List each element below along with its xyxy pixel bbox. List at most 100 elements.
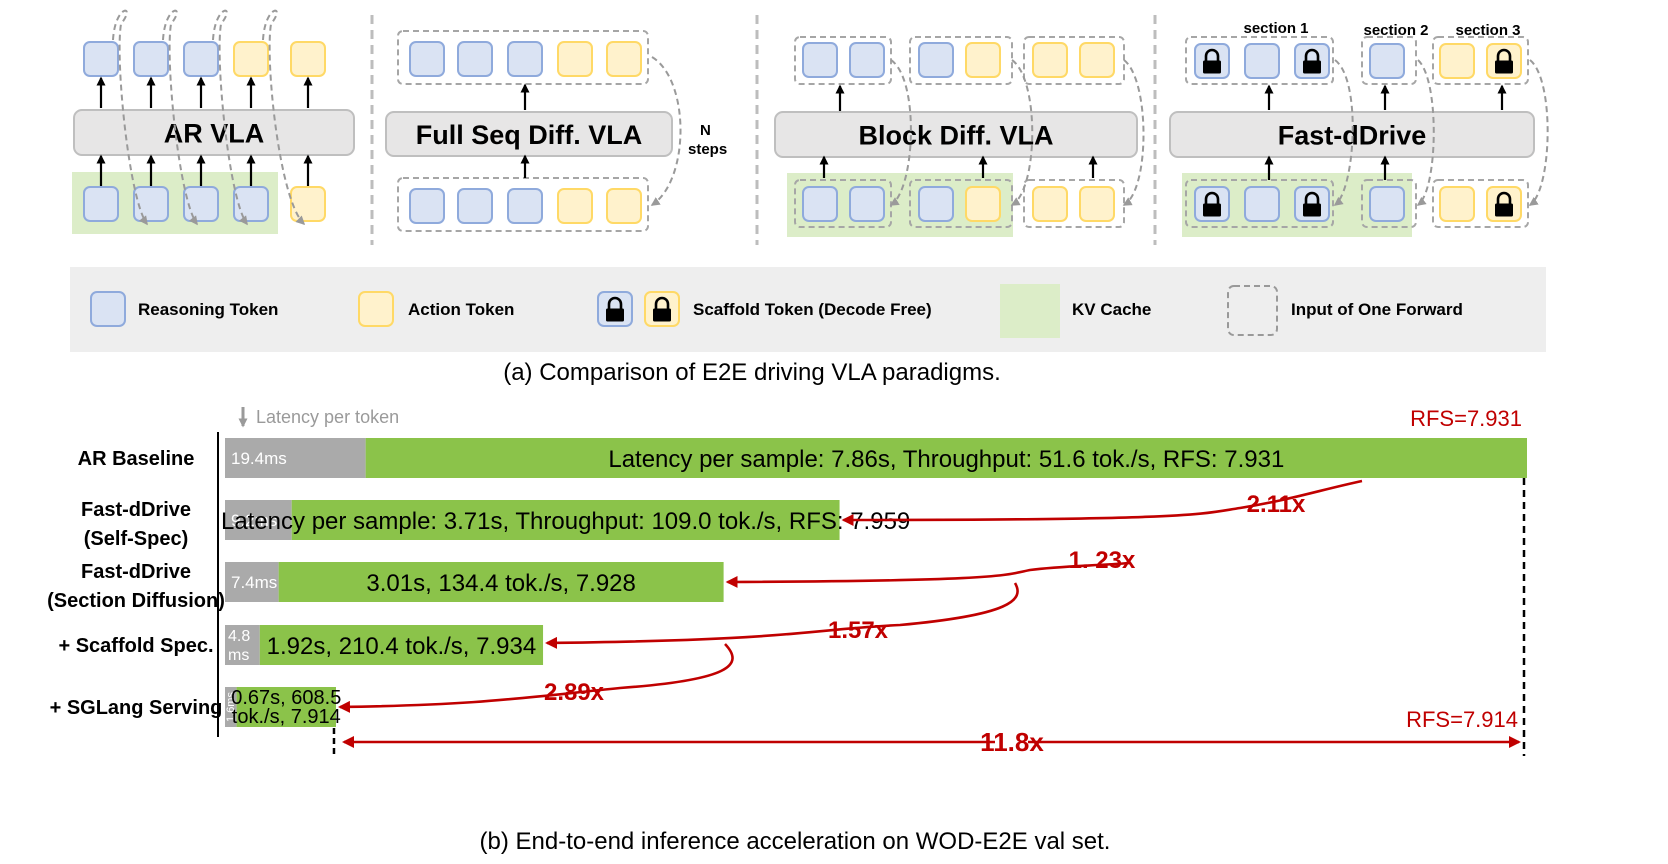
latency-bar: [278, 562, 724, 602]
row-label: (Section Diffusion): [47, 590, 225, 612]
caption-b: (b) End-to-end inference acceleration on…: [480, 828, 1111, 855]
speedup-arrow: [725, 561, 1131, 588]
forward-input-frame: [1432, 179, 1529, 228]
section-2-label: section 2: [1363, 22, 1428, 39]
latency-per-token-segment: [225, 562, 279, 602]
speedup-label: 1.57x: [828, 617, 889, 644]
flow-arrows: [96, 9, 1549, 226]
legend-background: [70, 267, 1546, 352]
forward-input-frame: [909, 36, 1013, 85]
token-latency-label: 9.2ms: [231, 511, 277, 530]
legend: Reasoning Token Action Token Scaffold To…: [70, 267, 1546, 352]
legend-input-label: Input of One Forward: [1291, 300, 1463, 319]
forward-input-frame: [909, 179, 1013, 228]
panel-dividers: [370, 15, 1157, 245]
reasoning-token: [1369, 43, 1405, 79]
legend-reasoning-swatch: [90, 291, 126, 327]
autoregressive-loop-arrow: [112, 9, 148, 226]
forward-input-frame: [1185, 36, 1334, 85]
caption-a: (a) Comparison of E2E driving VLA paradi…: [503, 359, 1001, 386]
reasoning-token: [133, 41, 169, 77]
latency-bar: [365, 438, 1527, 478]
reasoning-token: [1244, 186, 1280, 222]
token-latency-label: 19.4ms: [231, 449, 287, 468]
reasoning-token: [507, 188, 543, 224]
reasoning-token: [849, 186, 885, 222]
row-label: (Self-Spec): [84, 528, 188, 550]
reasoning-token: [802, 42, 838, 78]
action-token: [1439, 186, 1475, 222]
token-latency-label: 1.6ms: [225, 692, 237, 722]
reasoning-token: [1244, 43, 1280, 79]
reasoning-token: [1369, 186, 1405, 222]
total-speedup-label: 11.8x: [980, 727, 1044, 757]
speedup-arrow: [545, 582, 1019, 649]
latency-bar: [291, 500, 840, 540]
bar-metrics-label: Latency per sample: 3.71s, Throughput: 1…: [221, 508, 910, 535]
action-token: [557, 41, 593, 77]
action-token: [606, 41, 642, 77]
section-1-label: section 1: [1243, 20, 1308, 37]
action-token: [606, 188, 642, 224]
row-label: AR Baseline: [78, 448, 195, 470]
latency-bar: [259, 625, 544, 665]
speedup-arrow: [841, 479, 1363, 526]
model-blocks: AR VLA Full Seq Diff. VLA Block Diff. VLA F…: [73, 109, 1535, 158]
block-loop-arrow: [889, 59, 912, 206]
bar-metrics-label: 0.67s, 608.5: [231, 687, 341, 709]
action-token: [557, 188, 593, 224]
speedup-label: 2.11x: [1247, 491, 1306, 518]
legend-input-swatch: [1227, 285, 1278, 336]
bar-metrics-label: 1.92s, 210.4 tok./s, 7.934: [267, 633, 537, 660]
latency-per-token-segment: [225, 500, 292, 540]
reasoning-token: [83, 186, 119, 222]
model-label: Block Diff. VLA: [858, 121, 1053, 151]
n-steps-loop-arrow: [650, 56, 682, 206]
row-label: Fast-dDrive: [81, 499, 191, 521]
latency-per-token-segment: [225, 687, 237, 727]
forward-input-frame: [397, 177, 649, 232]
forward-input-frame: [1185, 179, 1334, 228]
bar-metrics-label: 3.01s, 134.4 tok./s, 7.928: [366, 570, 636, 597]
action-token: [965, 42, 1001, 78]
block-loop-arrow: [1010, 59, 1034, 206]
bar-metrics-label: Latency per sample: 7.86s, Throughput: 5…: [608, 446, 1284, 473]
latency-per-token-segment: [225, 438, 366, 478]
block-loop-arrow: [1122, 59, 1145, 206]
token-latency-label: 7.4ms: [231, 573, 277, 592]
legend-kv-label: KV Cache: [1072, 300, 1151, 319]
reasoning-token: [457, 41, 493, 77]
model-label: Full Seq Diff. VLA: [416, 120, 643, 150]
action-token: [1079, 186, 1115, 222]
reasoning-token: [507, 41, 543, 77]
reasoning-token: [233, 186, 269, 222]
action-token: [1079, 42, 1115, 78]
action-token: [1439, 43, 1475, 79]
row-label: Fast-dDrive: [81, 561, 191, 583]
legend-kv-swatch: [1000, 284, 1060, 338]
reasoning-token: [409, 41, 445, 77]
row-label: + SGLang Serving: [50, 697, 223, 719]
model-label: AR VLA: [164, 119, 265, 149]
forward-input-frame: [397, 30, 649, 85]
forward-input-frame: [1432, 36, 1529, 85]
reasoning-token: [802, 186, 838, 222]
reasoning-token: [83, 41, 119, 77]
action-token: [290, 41, 326, 77]
rfs-top-label: RFS=7.931: [1410, 406, 1522, 431]
reasoning-token: [457, 188, 493, 224]
model-label: Fast-dDrive: [1278, 121, 1427, 151]
latency-bar: [236, 687, 336, 727]
rfs-bottom-label: RFS=7.914: [1406, 707, 1518, 732]
reasoning-token: [133, 186, 169, 222]
n-steps-label: N steps: [688, 122, 727, 158]
action-token: [1032, 42, 1068, 78]
action-token: [965, 186, 1001, 222]
latency-per-token-label: Latency per token: [256, 407, 399, 427]
model-block: [73, 109, 355, 156]
legend-action-label: Action Token: [408, 300, 514, 319]
